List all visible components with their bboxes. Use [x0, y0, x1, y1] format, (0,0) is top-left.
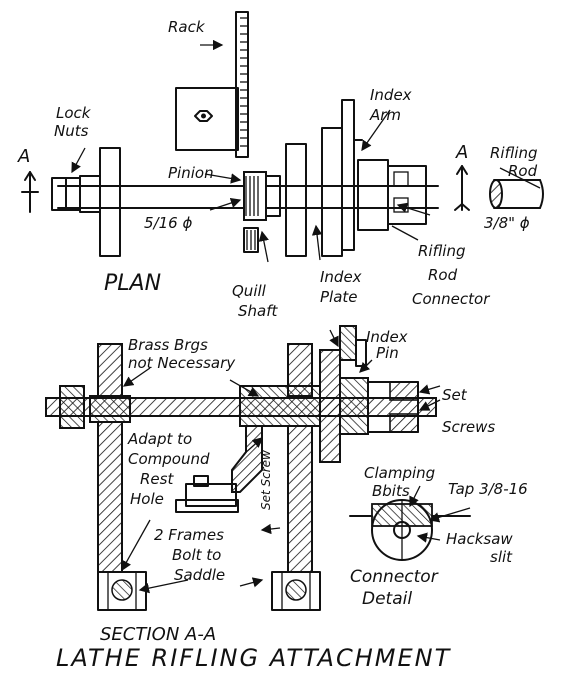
section-left-frame — [89, 343, 147, 611]
label-connector-3: Connector — [412, 290, 490, 308]
label-adapt-1: Adapt to — [127, 430, 192, 448]
label-hacksaw-1: Hacksaw — [446, 530, 513, 548]
section-connector — [367, 381, 419, 433]
label-clamping-1: Clamping — [364, 464, 435, 482]
rack — [235, 11, 249, 158]
label-clamping-2: Bbits — [372, 482, 410, 500]
left-frame-plate — [99, 147, 121, 257]
label-shaft-dia: 5/16 ϕ — [144, 214, 192, 232]
label-index-arm-1: Index — [370, 86, 412, 104]
label-connector-detail-1: Connector — [350, 567, 439, 587]
label-hacksaw-2: slit — [490, 548, 513, 566]
label-adapt-2: Compound — [128, 450, 210, 468]
quill-gear — [243, 227, 259, 253]
pinion — [243, 171, 281, 221]
label-plan: PLAN — [104, 271, 161, 296]
label-pinion: Pinion — [168, 164, 214, 182]
connector-detail — [349, 499, 471, 561]
label-quill-2: Shaft — [238, 302, 279, 320]
label-connector-2: Rod — [428, 266, 458, 284]
label-index-plate-2: Plate — [320, 288, 358, 306]
label-adapt-4: Hole — [130, 490, 164, 508]
label-frames-3: Saddle — [174, 566, 225, 584]
label-tap: Tap 3/8-16 — [448, 480, 528, 498]
label-frames-2: Bolt to — [172, 546, 221, 564]
label-index-plate-1: Index — [320, 268, 362, 286]
label-set-screws-2: Screws — [442, 418, 495, 436]
lock-nuts — [51, 177, 81, 211]
rack-bracket — [175, 87, 239, 151]
index-arm — [341, 99, 355, 251]
right-frame-plate — [285, 143, 307, 257]
rifling-rod — [489, 179, 544, 209]
label-connector-detail-2: Detail — [362, 589, 412, 609]
drawing-title-line-2: LATHE RIFLING ATTACHMENT — [56, 644, 452, 672]
plan-view — [21, 11, 544, 263]
label-lock-nuts-1: Lock — [56, 104, 92, 122]
label-set-screws-1: Set — [442, 386, 468, 404]
section-index-plate — [319, 325, 369, 463]
label-adapt-3: Rest — [140, 470, 174, 488]
section-leaders — [121, 329, 471, 594]
section-right-frame — [239, 343, 321, 611]
drawing-title-line-1: SECTION A-A — [100, 624, 216, 645]
label-index-arm-2: Arm — [369, 106, 401, 124]
section-marker-right — [454, 165, 470, 211]
label-section-a-left: A — [17, 146, 30, 167]
label-rifling-rod-2: Rod — [508, 162, 538, 180]
rifling-rod-connector — [357, 159, 427, 231]
label-index-pin-2: Pin — [376, 344, 399, 362]
label-lock-nuts-2: Nuts — [54, 122, 89, 140]
label-brass-brgs-1: Brass Brgs — [128, 336, 208, 354]
index-plate — [321, 127, 343, 257]
section-marker-left — [21, 171, 39, 213]
label-frames-1: 2 Frames — [154, 526, 224, 544]
label-section-a-right: A — [455, 142, 468, 163]
label-rifling-rod-1: Rifling — [490, 144, 537, 162]
section-view — [45, 325, 471, 611]
label-index-pin-1: Index — [366, 328, 408, 346]
label-set-screw-vertical: Set Screw — [259, 450, 273, 510]
label-connector-1: Rifling — [418, 242, 465, 260]
label-brass-brgs-2: not Necessary — [128, 354, 236, 372]
label-rack: Rack — [168, 18, 206, 36]
label-quill-1: Quill — [232, 282, 267, 300]
plan-leaders — [71, 39, 541, 263]
label-rod-dia: 3/8" ϕ — [484, 214, 530, 232]
